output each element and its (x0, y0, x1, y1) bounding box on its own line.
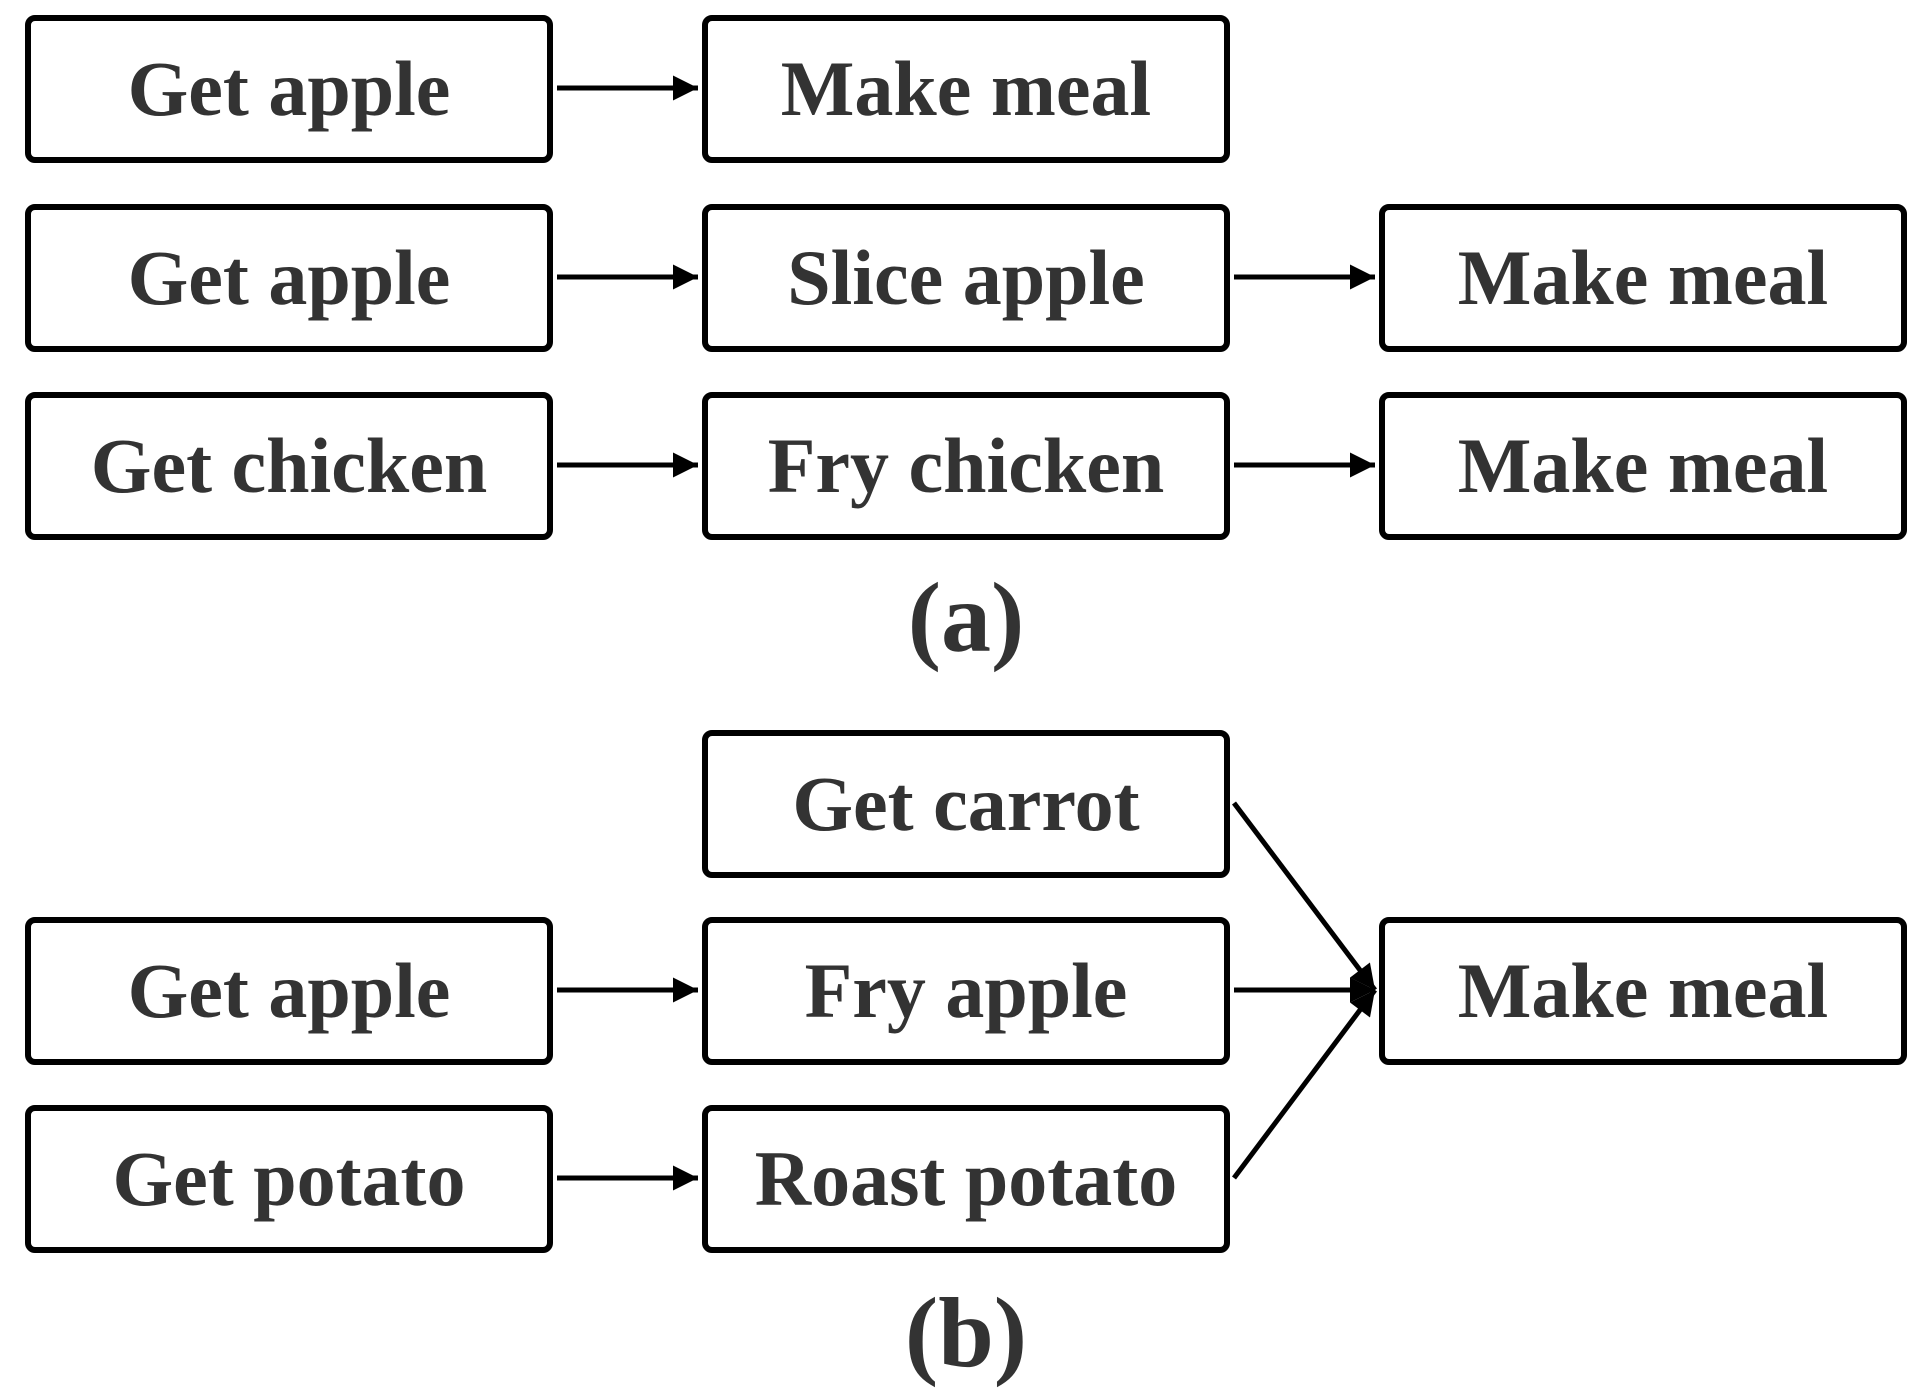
node-a2-slice-apple: Slice apple (702, 204, 1230, 352)
node-a3-get-chicken: Get chicken (25, 392, 553, 540)
node-b-roast-potato: Roast potato (702, 1105, 1230, 1253)
node-b-fry-apple: Fry apple (702, 917, 1230, 1065)
node-a1-make-meal: Make meal (702, 15, 1230, 163)
edge-b-get-carrot-to-make-meal (1232, 801, 1377, 992)
node-a3-make-meal: Make meal (1379, 392, 1907, 540)
node-label: Get potato (112, 1135, 466, 1222)
node-label: Make meal (1457, 234, 1829, 321)
node-a2-get-apple: Get apple (25, 204, 553, 352)
caption-b: (b) (904, 1277, 1028, 1388)
node-b-get-potato: Get potato (25, 1105, 553, 1253)
node-b-make-meal: Make meal (1379, 917, 1907, 1065)
node-label: Make meal (1457, 422, 1829, 509)
node-b-get-apple: Get apple (25, 917, 553, 1065)
node-a1-get-apple: Get apple (25, 15, 553, 163)
caption-a: (a) (907, 562, 1025, 673)
node-label: Make meal (1457, 947, 1829, 1034)
node-label: Slice apple (787, 234, 1145, 321)
node-b-get-carrot: Get carrot (702, 730, 1230, 878)
edge-b-roast-potato-to-make-meal (1232, 988, 1377, 1180)
node-label: Make meal (780, 45, 1152, 132)
node-label: Fry apple (804, 947, 1128, 1034)
node-label: Roast potato (754, 1135, 1178, 1222)
node-label: Fry chicken (767, 422, 1165, 509)
node-label: Get apple (127, 45, 451, 132)
node-label: Get chicken (90, 422, 488, 509)
node-label: Get apple (127, 234, 451, 321)
node-a2-make-meal: Make meal (1379, 204, 1907, 352)
node-a3-fry-chicken: Fry chicken (702, 392, 1230, 540)
node-label: Get apple (127, 947, 451, 1034)
node-label: Get carrot (792, 760, 1140, 847)
